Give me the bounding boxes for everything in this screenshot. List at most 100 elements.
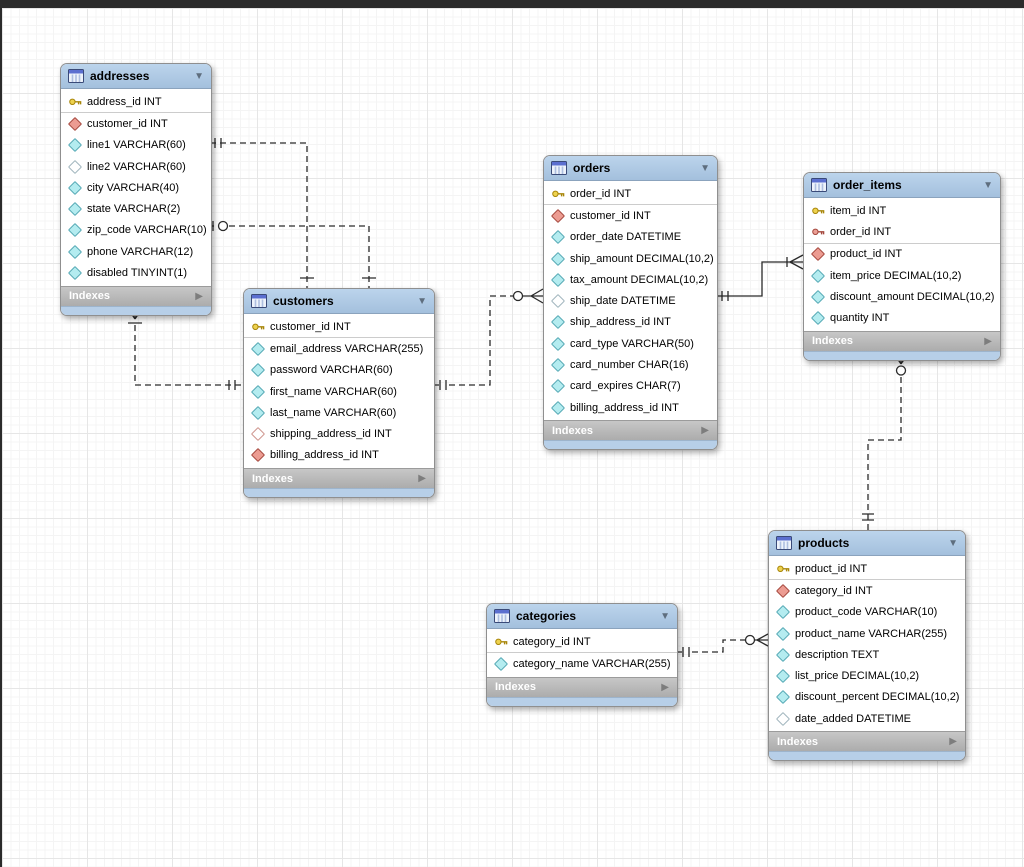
column-row[interactable]: category_id INT [769,580,965,601]
table-header[interactable]: addresses▼ [61,64,211,89]
table-header[interactable]: orders▼ [544,156,717,181]
column-label: order_id INT [830,225,892,238]
column-row[interactable]: first_name VARCHAR(60) [244,381,434,402]
column-row[interactable]: disabled TINYINT(1) [61,262,211,283]
expand-arrow-icon[interactable]: ▶ [418,473,426,485]
relationship-line [229,225,370,288]
indexes-row[interactable]: Indexes▶ [487,676,677,697]
column-row[interactable]: ship_address_id INT [544,312,717,333]
indexes-row[interactable]: Indexes▶ [544,420,717,441]
expand-arrow-icon[interactable]: ▶ [984,335,992,347]
indexes-row[interactable]: Indexes▶ [61,285,211,306]
column-row[interactable]: item_id INT [804,200,1000,221]
indexes-row[interactable]: Indexes▶ [244,468,434,489]
column-row[interactable]: discount_amount DECIMAL(10,2) [804,286,1000,307]
column-row[interactable]: card_type VARCHAR(50) [544,333,717,354]
column-row[interactable]: order_id INT [544,183,717,206]
collapse-arrow-icon[interactable]: ▼ [983,179,993,191]
top-bar [0,0,1024,8]
column-icon [810,268,826,283]
column-row[interactable]: customer_id INT [244,316,434,339]
column-row[interactable]: discount_percent DECIMAL(10,2) [769,687,965,708]
column-row[interactable]: address_id INT [61,91,211,114]
column-row[interactable]: phone VARCHAR(12) [61,241,211,262]
collapse-arrow-icon[interactable]: ▼ [194,70,204,82]
column-row[interactable]: tax_amount DECIMAL(10,2) [544,269,717,290]
column-label: order_date DATETIME [570,231,682,244]
column-row[interactable]: billing_address_id INT [244,445,434,466]
expand-arrow-icon[interactable]: ▶ [195,290,203,302]
column-row[interactable]: product_id INT [804,244,1000,265]
relationship-addresses-customers-shipping[interactable] [210,138,314,288]
primary-key-icon [494,637,508,647]
column-label: address_id INT [87,95,162,108]
column-label: product_id INT [830,248,903,261]
column-row[interactable]: billing_address_id INT [544,397,717,418]
column-row[interactable]: email_address VARCHAR(255) [244,338,434,359]
relationship-order_items-products[interactable] [862,351,910,530]
column-row[interactable]: zip_code VARCHAR(10) [61,220,211,241]
collapse-arrow-icon[interactable]: ▼ [417,295,427,307]
collapse-arrow-icon[interactable]: ▼ [700,162,710,174]
column-row[interactable]: order_id INT [804,221,1000,244]
table-icon [494,609,510,623]
table-products[interactable]: products▼ product_id INT category_id INT pr… [768,530,966,762]
column-label: category_id INT [795,584,873,597]
column-row[interactable]: category_id INT [487,631,677,654]
indexes-row[interactable]: Indexes▶ [769,731,965,752]
column-row[interactable]: list_price DECIMAL(10,2) [769,665,965,686]
column-row[interactable]: order_date DATETIME [544,227,717,248]
column-row[interactable]: product_id INT [769,558,965,581]
column-icon [775,669,791,684]
column-row[interactable]: product_code VARCHAR(10) [769,602,965,623]
column-row[interactable]: date_added DATETIME [769,708,965,729]
column-row[interactable]: quantity INT [804,307,1000,328]
foreign-key-icon [775,583,791,599]
table-header[interactable]: customers▼ [244,289,434,314]
expand-arrow-icon[interactable]: ▶ [701,425,709,437]
relationship-line [449,295,513,386]
column-row[interactable]: shipping_address_id INT [244,423,434,444]
table-header[interactable]: products▼ [769,531,965,556]
column-icon [250,384,266,399]
column-row[interactable]: item_price DECIMAL(10,2) [804,265,1000,286]
table-header[interactable]: categories▼ [487,604,677,629]
column-row[interactable]: line2 VARCHAR(60) [61,156,211,177]
column-row[interactable]: state VARCHAR(2) [61,198,211,219]
expand-arrow-icon[interactable]: ▶ [661,681,669,693]
table-icon [551,161,567,175]
column-row[interactable]: ship_amount DECIMAL(10,2) [544,248,717,269]
column-label: product_id INT [795,562,868,575]
table-order_items[interactable]: order_items▼item_id INT order_id INT produ… [803,172,1001,361]
column-row[interactable]: card_expires CHAR(7) [544,376,717,397]
expand-arrow-icon[interactable]: ▶ [949,736,957,748]
relationship-categories-products[interactable] [677,633,769,657]
column-row[interactable]: ship_date DATETIME [544,290,717,311]
relationship-addresses-customers-billing[interactable] [210,220,376,288]
column-row[interactable]: category_name VARCHAR(255) [487,653,677,674]
relationship-orders-order_items[interactable] [716,254,804,301]
relationship-customers-orders[interactable] [433,288,544,390]
relationship-customers-addresses[interactable] [126,306,243,390]
column-icon [550,315,566,330]
column-row[interactable]: product_name VARCHAR(255) [769,623,965,644]
column-row[interactable]: last_name VARCHAR(60) [244,402,434,423]
column-row[interactable]: password VARCHAR(60) [244,360,434,381]
column-row[interactable]: line1 VARCHAR(60) [61,135,211,156]
collapse-arrow-icon[interactable]: ▼ [948,537,958,549]
column-row[interactable]: customer_id INT [61,113,211,134]
table-header[interactable]: order_items▼ [804,173,1000,198]
column-row[interactable]: city VARCHAR(40) [61,177,211,198]
indexes-row[interactable]: Indexes▶ [804,330,1000,351]
collapse-arrow-icon[interactable]: ▼ [660,610,670,622]
column-row[interactable]: card_number CHAR(16) [544,354,717,375]
column-label: item_price DECIMAL(10,2) [830,269,962,282]
column-row[interactable]: description TEXT [769,644,965,665]
column-row[interactable]: customer_id INT [544,205,717,226]
